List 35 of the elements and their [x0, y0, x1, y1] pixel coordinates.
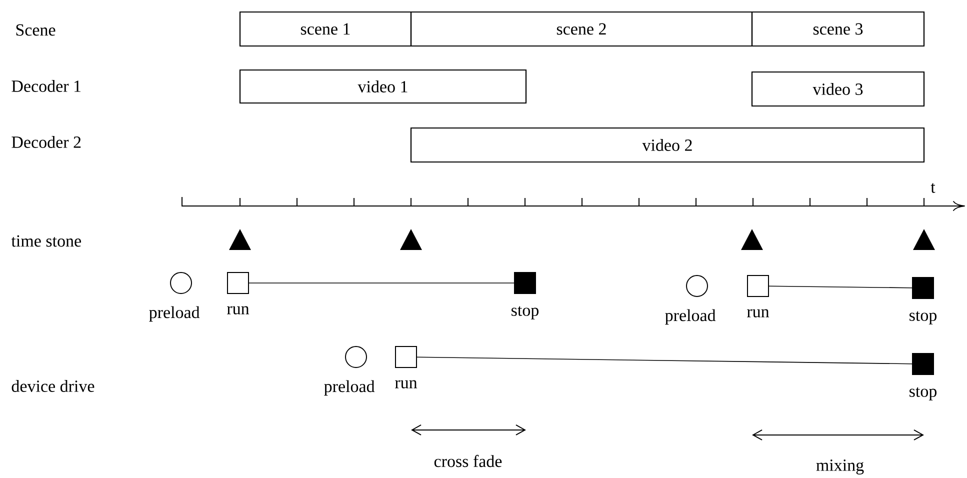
bar-box: scene 3 — [751, 11, 925, 47]
bar-box: scene 2 — [410, 11, 753, 47]
marker-label: preload — [324, 380, 375, 396]
marker-label: preload — [149, 306, 200, 322]
marker-label: stop — [512, 306, 539, 320]
row-label: cross fade — [434, 454, 502, 468]
marker-label: run — [747, 309, 770, 318]
run-marker — [395, 346, 417, 368]
marker-label: stop — [910, 387, 936, 400]
marker-label: stop — [910, 311, 936, 324]
row-label: t — [930, 183, 936, 193]
stop-marker — [912, 353, 934, 375]
bar-box: video 1 — [239, 69, 527, 104]
row-label: Decoder 2 — [12, 136, 81, 148]
bar-box: video 3 — [751, 71, 925, 107]
circle-marker — [686, 275, 708, 297]
stop-marker — [514, 272, 536, 294]
circle-marker — [170, 272, 192, 294]
circle-marker — [345, 346, 367, 368]
marker-label: preload — [665, 309, 716, 325]
marker-label: run — [395, 380, 418, 388]
connector-line — [416, 356, 912, 364]
connector-line — [768, 286, 912, 288]
run-marker — [747, 275, 769, 297]
connector-line — [248, 282, 514, 284]
stop-marker — [912, 277, 934, 299]
row-label: Decoder 1 — [12, 80, 81, 92]
marker-label: run — [227, 306, 250, 314]
row-label: time stone — [11, 235, 81, 247]
row-label: device drive — [12, 380, 94, 392]
bar-box: video 2 — [410, 127, 925, 163]
run-marker — [227, 272, 249, 294]
row-label: mixing — [816, 460, 864, 474]
row-label: Scene — [16, 24, 56, 36]
bar-box: scene 1 — [239, 11, 412, 47]
